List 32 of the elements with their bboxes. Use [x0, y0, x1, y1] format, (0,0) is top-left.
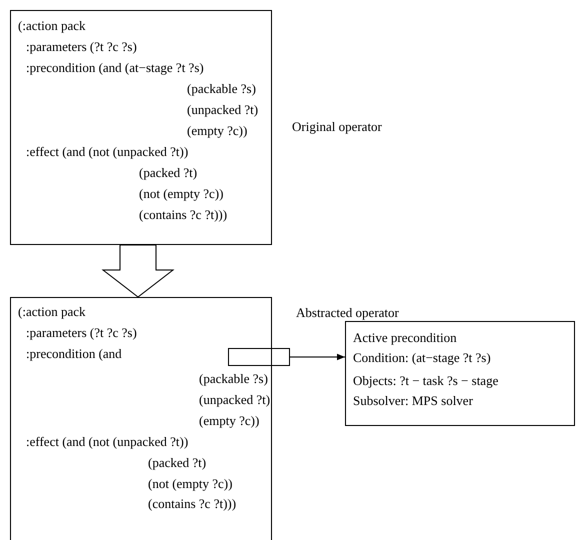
operator-caption: Abstracted operator — [296, 305, 399, 320]
code-line: :parameters (?t ?c ?s) — [26, 39, 137, 54]
operator-caption: Original operator — [292, 119, 382, 134]
code-line: (unpacked ?t) — [199, 392, 270, 407]
code-line: Objects: ?t − task ?s − stage — [353, 373, 498, 388]
code-line: (:action pack — [18, 18, 86, 33]
code-line: :parameters (?t ?c ?s) — [26, 325, 137, 340]
code-line: (packable ?s) — [199, 371, 268, 386]
code-line: :effect (and (not (unpacked ?t)) — [26, 434, 188, 449]
code-line: :precondition (and — [26, 346, 122, 361]
box-heading: Active precondition — [353, 330, 457, 345]
code-line: (packable ?s) — [187, 81, 256, 96]
empty-box — [228, 348, 290, 366]
arrow — [290, 354, 346, 360]
code-line: (empty ?c)) — [199, 413, 260, 428]
code-line: Subsolver: MPS solver — [353, 393, 473, 408]
code-line: Condition: (at−stage ?t ?s) — [353, 350, 491, 365]
code-line: (not (empty ?c)) — [139, 186, 224, 201]
info-box — [345, 321, 575, 426]
code-box — [10, 297, 272, 540]
code-line: (contains ?c ?t))) — [139, 207, 228, 222]
code-line: (contains ?c ?t))) — [148, 496, 236, 511]
code-line: :precondition (and (at−stage ?t ?s) — [26, 60, 204, 75]
code-line: (unpacked ?t) — [187, 102, 258, 117]
code-line: (packed ?t) — [139, 165, 198, 180]
block-arrow — [102, 244, 174, 298]
code-line: (empty ?c)) — [187, 123, 248, 138]
code-line: (not (empty ?c)) — [148, 476, 232, 491]
code-line: :effect (and (not (unpacked ?t)) — [26, 144, 188, 159]
code-box — [10, 10, 272, 245]
code-line: (:action pack — [18, 304, 86, 319]
code-line: (packed ?t) — [148, 455, 206, 470]
